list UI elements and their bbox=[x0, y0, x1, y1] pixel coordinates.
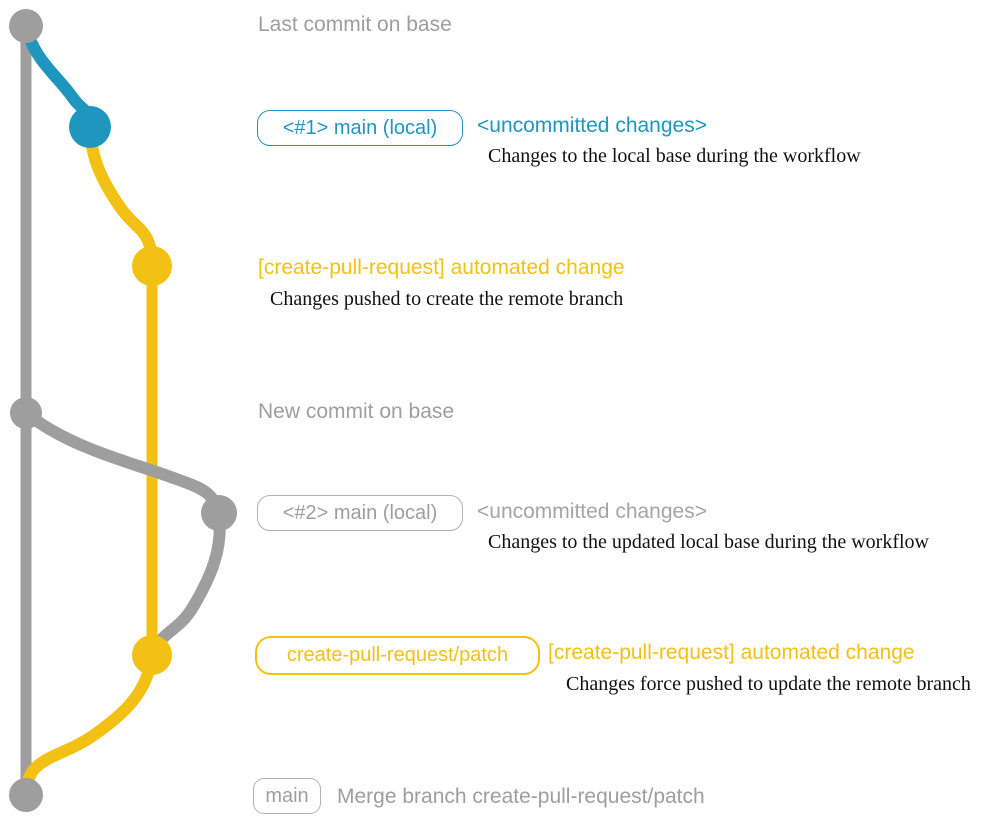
patch-branch-merge-curve bbox=[20, 649, 158, 799]
uncommitted-changes-1-caption: Changes to the local base during the wor… bbox=[488, 145, 861, 167]
automated-change-1-heading: [create-pull-request] automated change bbox=[258, 256, 625, 279]
new-commit-label: New commit on base bbox=[258, 400, 455, 423]
commit-node-last-base bbox=[9, 9, 43, 43]
git-graph bbox=[9, 9, 237, 812]
automated-change-2-caption: Changes force pushed to update the remot… bbox=[566, 673, 971, 695]
local-main-branch-curve-3 bbox=[147, 507, 226, 659]
last-commit-label: Last commit on base bbox=[258, 13, 452, 36]
uncommitted-changes-2-heading: <uncommitted changes> bbox=[477, 500, 707, 523]
commit-node-new-base bbox=[10, 397, 42, 429]
patch-branch-curve-1 bbox=[84, 122, 158, 272]
badge-main-local-2: <#2> main (local) bbox=[257, 495, 463, 531]
commit-node-merge bbox=[9, 778, 43, 812]
automated-change-2-heading: [create-pull-request] automated change bbox=[548, 641, 915, 664]
merge-commit-label: Merge branch create-pull-request/patch bbox=[337, 785, 705, 808]
badge-main: main bbox=[253, 778, 321, 814]
uncommitted-changes-2-caption: Changes to the updated local base during… bbox=[488, 531, 929, 553]
commit-node-local-main-1 bbox=[69, 106, 111, 148]
commit-node-patch-1 bbox=[132, 246, 172, 286]
commit-node-patch-2 bbox=[132, 635, 172, 675]
uncommitted-changes-1-heading: <uncommitted changes> bbox=[477, 114, 707, 137]
automated-change-1-caption: Changes pushed to create the remote bran… bbox=[270, 288, 624, 310]
badge-main-local-1: <#1> main (local) bbox=[257, 110, 463, 146]
commit-node-local-main-2 bbox=[201, 495, 237, 531]
badge-patch-branch: create-pull-request/patch bbox=[255, 636, 540, 675]
local-main-branch-curve-2 bbox=[20, 407, 225, 519]
